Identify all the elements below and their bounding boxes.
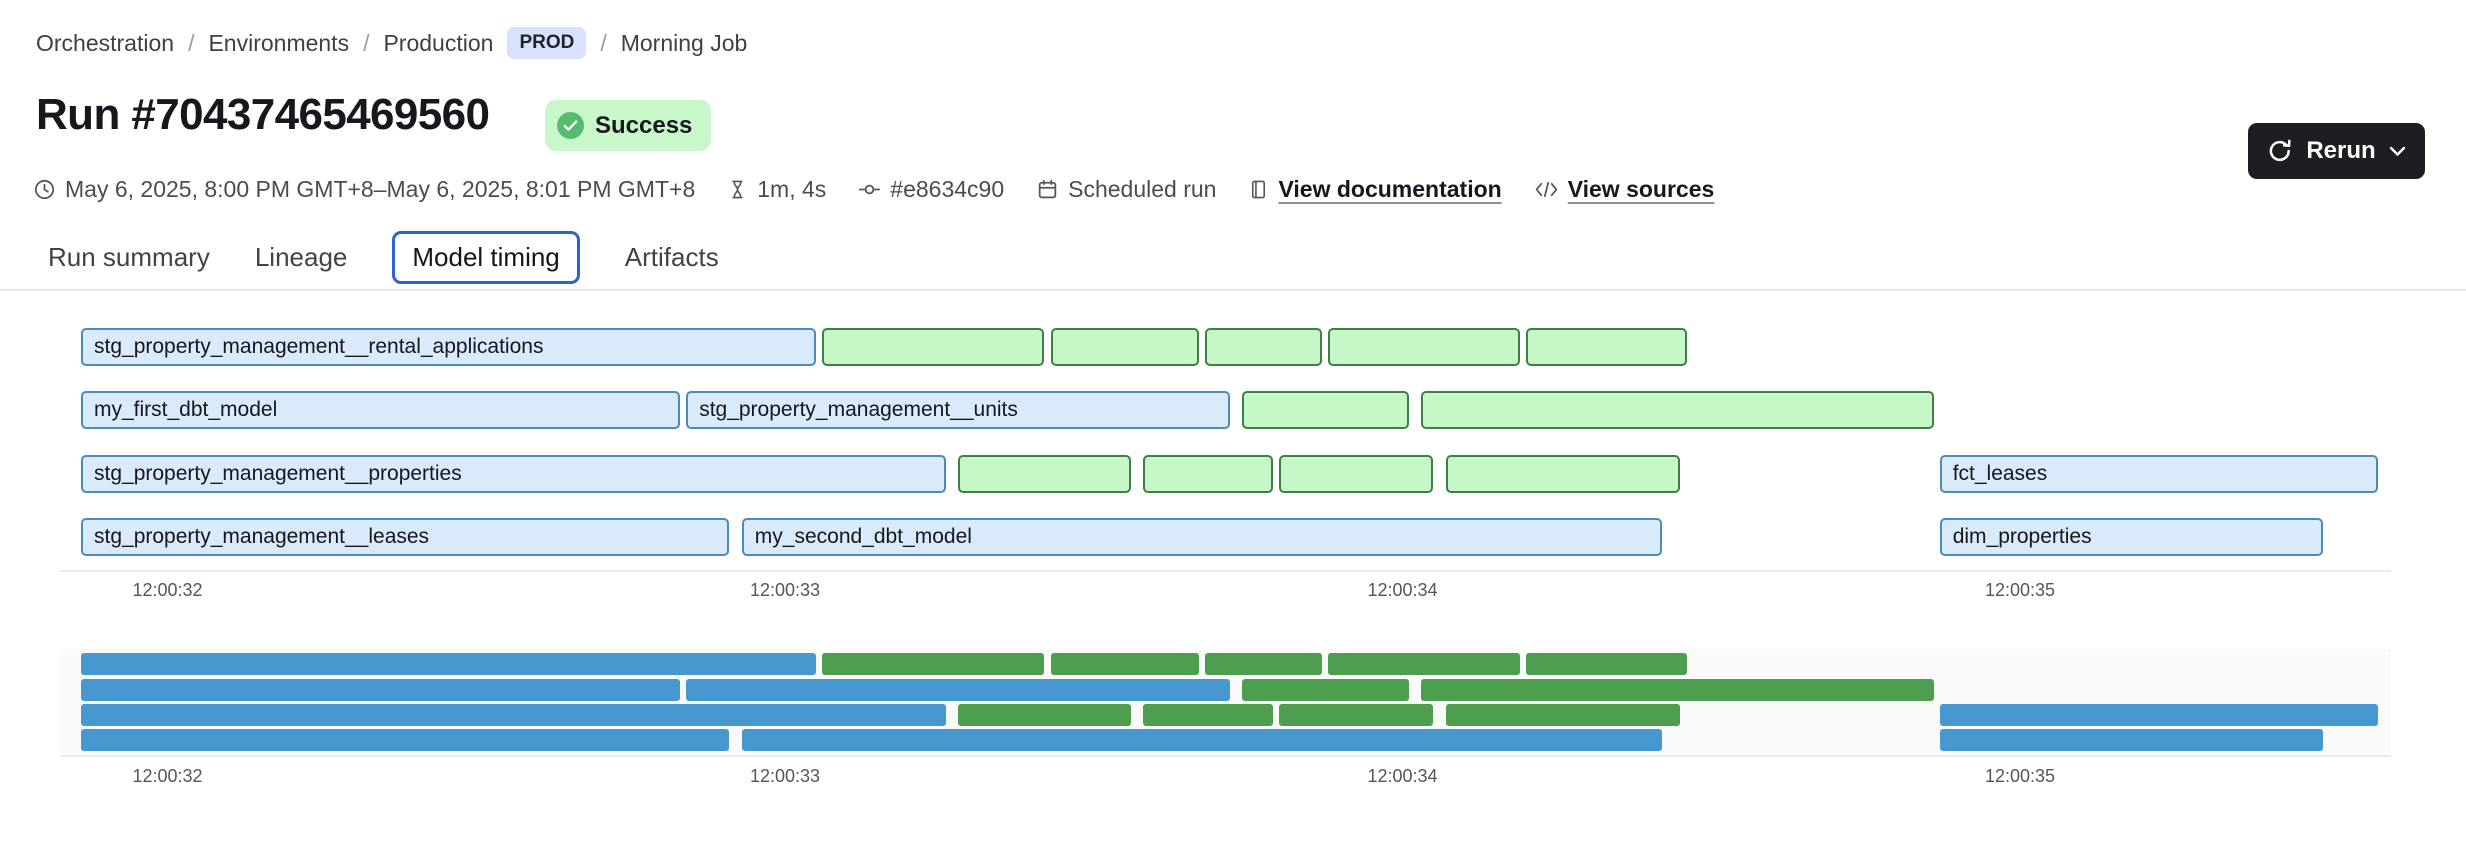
gantt-axis-tick: 12:00:34 [1367, 580, 1438, 600]
meta-link-view-documentation[interactable]: View documentation [1248, 175, 1502, 203]
chevron-down-icon[interactable] [2389, 146, 2406, 157]
commit-icon [858, 178, 881, 201]
timeline-minimap[interactable] [60, 649, 2391, 753]
gantt-bar-label: dim_properties [1952, 525, 2092, 548]
meta-label: #e8634c90 [890, 175, 1005, 202]
gantt-bar-label: my_first_dbt_model [94, 398, 278, 421]
gantt-axis-tick: 12:00:32 [132, 580, 203, 600]
gantt-bar-label: stg_property_management__leases [94, 525, 430, 548]
tab-lineage[interactable]: Lineage [254, 241, 348, 272]
meta-label: May 6, 2025, 8:00 PM GMT+8–May 6, 2025, … [65, 175, 696, 202]
minimap-axis-tick: 12:00:35 [1984, 766, 2056, 786]
calendar-icon [1036, 178, 1059, 201]
breadcrumb-separator: / [363, 29, 370, 56]
breadcrumb-separator: / [188, 29, 195, 56]
gantt-bar-stg-property-management-rental-applications[interactable]: stg_property_management__rental_applicat… [81, 328, 816, 366]
gantt-bar-test[interactable] [1445, 455, 1681, 493]
minimap-axis-line [60, 755, 2391, 757]
breadcrumb-item-morning-job[interactable]: Morning Job [620, 29, 748, 56]
hourglass-icon [727, 178, 748, 201]
meta-label: 1m, 4s [757, 175, 827, 202]
gantt-bar-label: stg_property_management__rental_applicat… [94, 335, 544, 358]
minimap-axis-tick: 12:00:34 [1367, 766, 1438, 786]
gantt-bar-my-second-dbt-model[interactable]: my_second_dbt_model [741, 518, 1662, 556]
clock-icon [33, 178, 56, 201]
gantt-bar-fct-leases[interactable]: fct_leases [1939, 455, 2379, 493]
status-badge: Success [545, 100, 712, 151]
tab-bar: Run summary Lineage Model timing Artifacts [48, 224, 719, 290]
refresh-icon [2267, 138, 2293, 164]
gantt-bar-test[interactable] [1279, 455, 1434, 493]
gantt-bar-test[interactable] [1050, 328, 1199, 366]
gantt-axis-tick: 12:00:35 [1984, 580, 2056, 600]
gantt-bar-my-first-dbt-model[interactable]: my_first_dbt_model [81, 391, 680, 429]
run-meta-row: May 6, 2025, 8:00 PM GMT+8–May 6, 2025, … [33, 172, 1714, 206]
gantt-bar-stg-property-management-units[interactable]: stg_property_management__units [686, 391, 1230, 429]
breadcrumb-item-environments[interactable]: Environments [208, 29, 350, 56]
minimap-axis-tick: 12:00:33 [749, 766, 821, 786]
gantt-bar-label: fct_leases [1952, 462, 2048, 485]
gantt-bar-test[interactable] [1242, 391, 1409, 429]
gantt-bar-test[interactable] [1204, 328, 1323, 366]
success-check-icon [557, 112, 584, 139]
tab-run-summary[interactable]: Run summary [48, 241, 210, 272]
gantt-bar-label: stg_property_management__units [699, 398, 1018, 421]
meta-item-e8634c90: #e8634c90 [858, 176, 1004, 203]
gantt-axis-tick: 12:00:33 [749, 580, 821, 600]
tab-artifacts[interactable]: Artifacts [624, 241, 719, 272]
meta-label: View documentation [1278, 175, 1502, 202]
tabs-divider [0, 289, 2466, 291]
document-icon [1248, 178, 1269, 201]
gantt-bar-test[interactable] [822, 328, 1045, 366]
breadcrumb: Orchestration / Environments / Production PRO… [36, 27, 747, 59]
gantt-axis-line [60, 570, 2391, 572]
gantt-bar-dim-properties[interactable]: dim_properties [1939, 518, 2323, 556]
breadcrumb-separator: / [600, 29, 607, 56]
gantt-bar-test[interactable] [1421, 391, 1934, 429]
tab-model-timing[interactable]: Model timing [392, 230, 580, 284]
meta-label: View sources [1567, 175, 1715, 202]
gantt-bar-stg-property-management-properties[interactable]: stg_property_management__properties [81, 455, 946, 493]
meta-link-view-sources[interactable]: View sources [1534, 175, 1715, 203]
status-label: Success [595, 111, 693, 139]
meta-item-1m-4s: 1m, 4s [727, 176, 826, 203]
breadcrumb-item-orchestration[interactable]: Orchestration [36, 29, 175, 56]
meta-item-scheduled-run: Scheduled run [1036, 176, 1216, 203]
gantt-bar-test[interactable] [957, 455, 1131, 493]
breadcrumb-item-production[interactable]: Production [383, 29, 494, 56]
code-icon [1534, 179, 1559, 200]
rerun-button[interactable]: Rerun [2248, 123, 2425, 179]
gantt-bar-test[interactable] [1526, 328, 1687, 366]
page-title: Run #70437465469560 [36, 90, 490, 139]
gantt-bar-label: stg_property_management__properties [94, 462, 462, 485]
gantt-bar-test[interactable] [1143, 455, 1273, 493]
minimap-axis-tick: 12:00:32 [132, 766, 203, 786]
meta-item-may-6-2025-8-00-pm-gmt-8-may-6-2025-8-01-pm-gmt-8: May 6, 2025, 8:00 PM GMT+8–May 6, 2025, … [33, 176, 695, 203]
gantt-bar-label: my_second_dbt_model [754, 525, 972, 548]
rerun-label: Rerun [2306, 137, 2376, 164]
env-badge-prod: PROD [507, 27, 587, 59]
gantt-bar-test[interactable] [1328, 328, 1520, 366]
meta-label: Scheduled run [1068, 175, 1217, 202]
gantt-bar-stg-property-management-leases[interactable]: stg_property_management__leases [81, 518, 730, 556]
